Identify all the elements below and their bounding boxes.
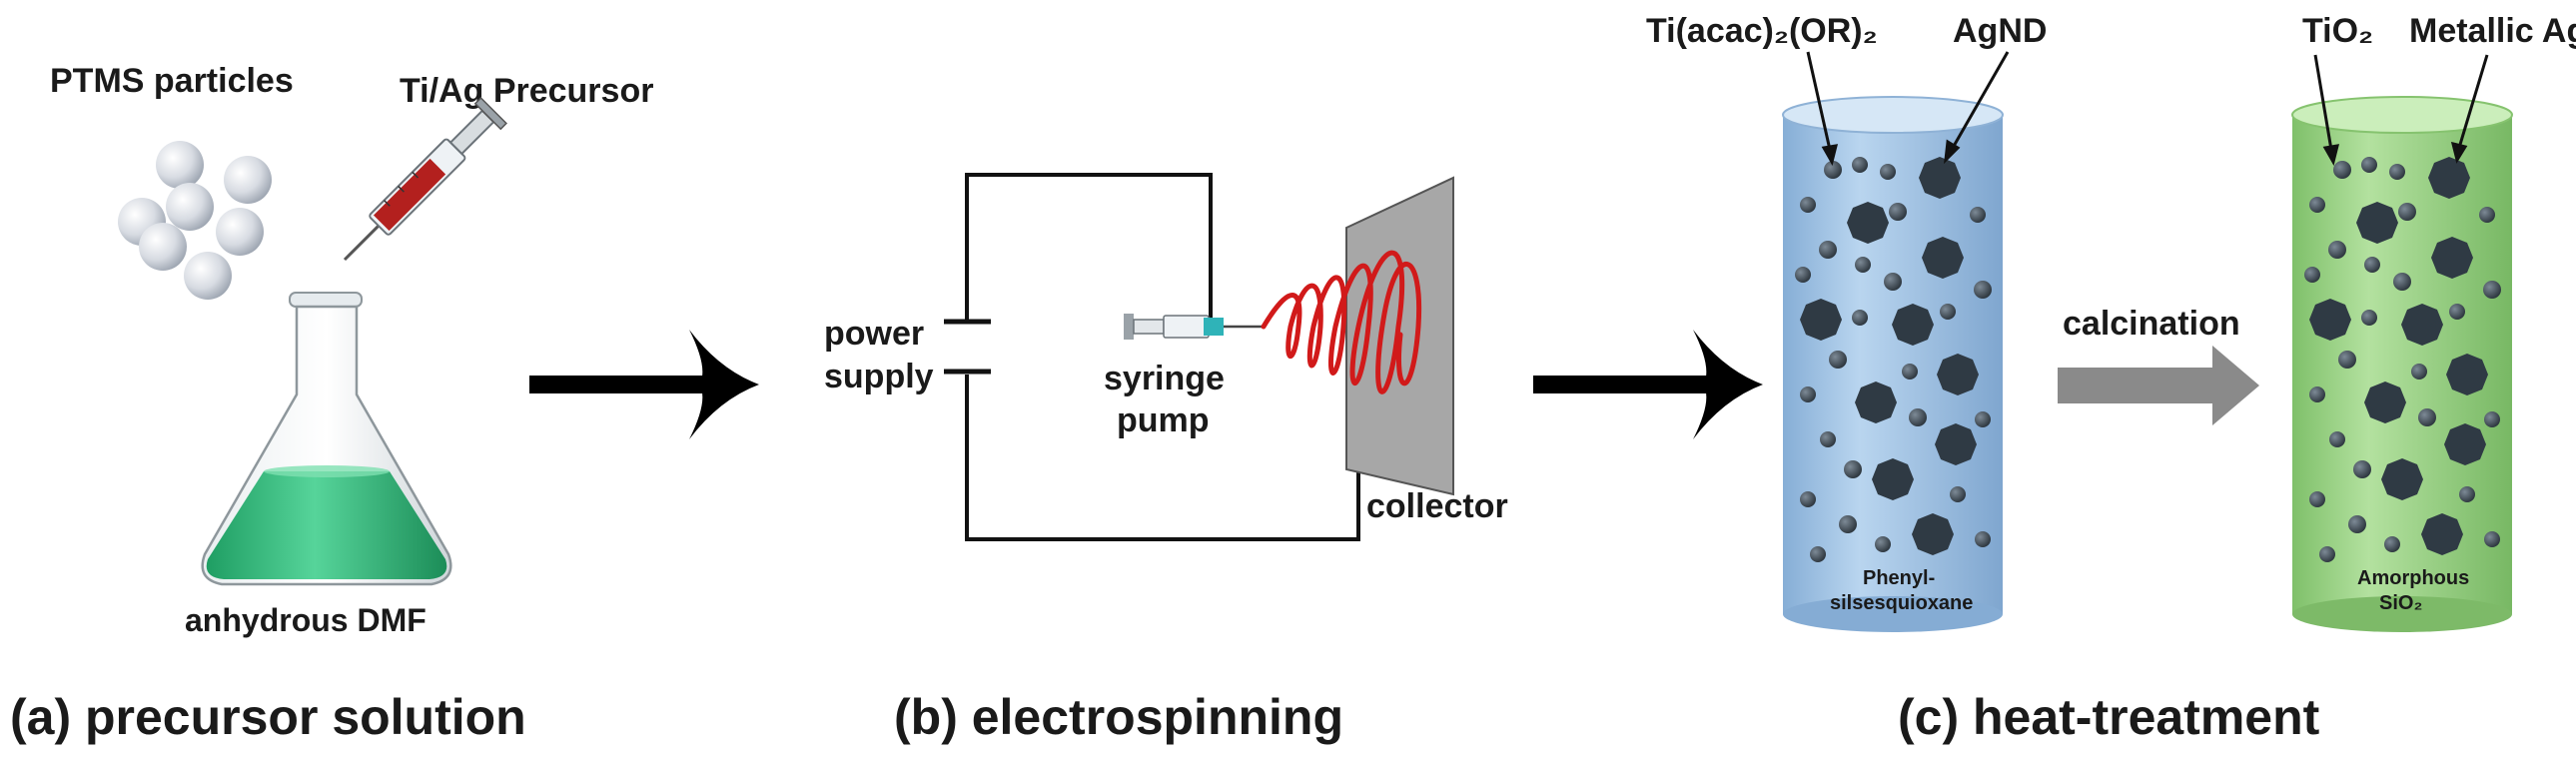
process-arrow-b-to-c [1533, 330, 1763, 439]
syringe-icon [343, 97, 507, 262]
ptms-particle [216, 208, 264, 256]
panel-c-caption: (c) heat-treatment [1898, 689, 2320, 745]
calcination-arrow [2058, 346, 2259, 425]
ptms-particle [139, 223, 187, 271]
phenylsilsesquioxane-fiber: Phenyl- silsesquioxane [1782, 96, 2004, 632]
syringe-pump-icon [1124, 314, 1264, 340]
panel-b-electrospinning: power supply syringe pump collector (b) … [824, 173, 1508, 745]
ptms-particle [156, 141, 204, 189]
power-label-line2: supply [824, 358, 934, 395]
process-arrow-a-to-b [529, 330, 759, 439]
capacitor-symbol-icon [944, 319, 991, 375]
tiacac-particles [1795, 157, 1992, 562]
fiber2-text-line1: Amorphous [2357, 567, 2469, 589]
panel-b-caption: (b) electrospinning [894, 689, 1343, 745]
collector-label: collector [1366, 487, 1508, 525]
calcination-label: calcination [2063, 305, 2240, 343]
metallic-ag-label: Metallic Ag [2409, 12, 2576, 50]
panel-c-heat-treatment: Ti(acac)₂(OR)₂ AgND [1646, 12, 2576, 745]
ti-ag-precursor-label: Ti/Ag Precursor [400, 72, 653, 110]
precursor-species-label: Ti(acac)₂(OR)₂ [1646, 12, 1878, 50]
pump-label-line1: syringe [1104, 360, 1225, 397]
sphere-particle-icon [118, 141, 272, 300]
amorphous-sio2-fiber: Amorphous SiO₂ [2291, 96, 2513, 632]
erlenmeyer-flask-icon [201, 292, 452, 586]
tio2-particles [2304, 157, 2501, 562]
ptms-particle [166, 183, 214, 231]
tio2-label: TiO₂ [2302, 12, 2373, 50]
panel-a-caption: (a) precursor solution [10, 689, 526, 745]
agnd-nanoparticles [1800, 157, 1979, 555]
ptms-particle [184, 252, 232, 300]
leader-arrows-fiber1 [1806, 51, 2010, 166]
pump-label-line2: pump [1117, 401, 1210, 439]
circuit-wire [965, 173, 1360, 541]
fiber1-text-line1: Phenyl- [1863, 567, 1935, 589]
leader-arrows-fiber2 [2313, 54, 2489, 166]
agnd-label: AgND [1953, 12, 2047, 50]
ptms-particle [224, 156, 272, 204]
fiber1-text-line2: silsesquioxane [1830, 592, 1973, 614]
metallic-ag-nanoparticles [2309, 157, 2488, 555]
ptms-particles-label: PTMS particles [50, 62, 294, 100]
fiber2-text-line2: SiO₂ [2379, 592, 2422, 614]
fiber-jet-spiral [1261, 250, 1422, 394]
panel-a-precursor-solution: PTMS particles Ti/Ag Precursor [10, 62, 653, 745]
power-label-line1: power [824, 315, 924, 353]
anhydrous-dmf-label: anhydrous DMF [185, 602, 427, 638]
